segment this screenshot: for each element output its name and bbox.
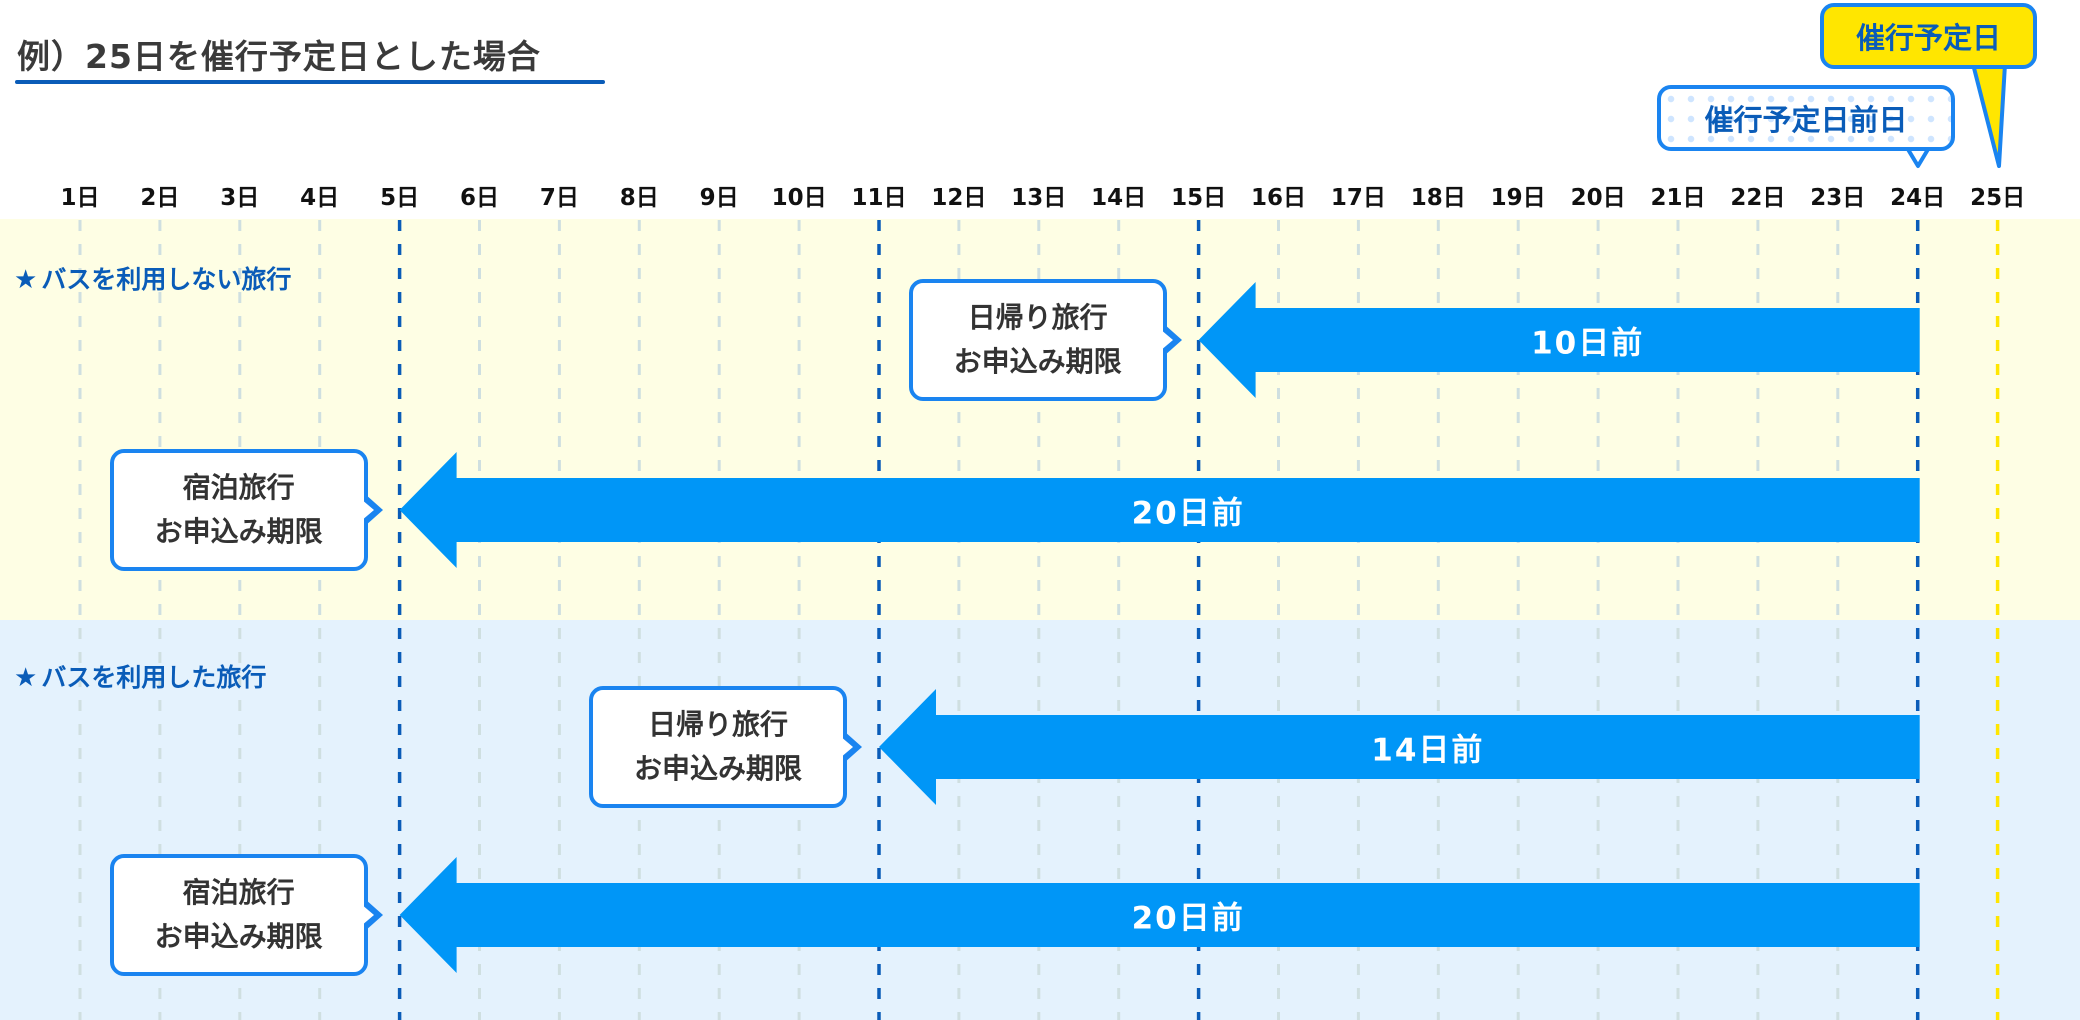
day-label: 16日 xyxy=(1250,185,1306,211)
trip-type: 日帰り旅行 xyxy=(967,301,1108,334)
day-label: 24日 xyxy=(1890,185,1946,211)
day-label: 17日 xyxy=(1330,185,1386,211)
day-label: 20日 xyxy=(1570,185,1626,211)
day-label: 7日 xyxy=(539,185,579,211)
star-icon: ★ xyxy=(14,265,38,295)
day-label: 19日 xyxy=(1490,185,1546,211)
day-label: 9日 xyxy=(699,185,739,211)
star-icon: ★ xyxy=(14,663,38,693)
day-before-callout: 催行予定日前日 xyxy=(1657,85,1955,151)
day-label: 18日 xyxy=(1410,185,1466,211)
deadline-arrow xyxy=(1198,282,1920,398)
day-label: 12日 xyxy=(931,185,987,211)
callout-pointer xyxy=(360,494,383,526)
tour-date-pointer xyxy=(1971,62,2007,168)
day-label: 4日 xyxy=(300,185,340,211)
trip-type: 日帰り旅行 xyxy=(647,708,788,741)
deadline-text: お申込み期限 xyxy=(633,752,802,785)
day-label: 22日 xyxy=(1730,185,1786,211)
day-label: 1日 xyxy=(60,185,100,211)
day-label: 21日 xyxy=(1650,185,1706,211)
trip-type: 宿泊旅行 xyxy=(182,876,295,909)
day-label: 3日 xyxy=(220,185,260,211)
day-label: 2日 xyxy=(140,185,180,211)
days-before-label: 20日前 xyxy=(1131,900,1245,937)
callout-pointer xyxy=(1159,324,1182,356)
days-before-label: 20日前 xyxy=(1131,495,1245,532)
day-label: 10日 xyxy=(771,185,827,211)
day-label: 6日 xyxy=(459,185,499,211)
deadline-text: お申込み期限 xyxy=(154,920,323,953)
trip-type: 宿泊旅行 xyxy=(182,471,295,504)
day-label: 8日 xyxy=(619,185,659,211)
day-label: 11日 xyxy=(851,185,907,211)
page-title: 例）25日を催行予定日とした場合 xyxy=(17,37,541,76)
section-label-no-bus: ★バスを利用しない旅行 xyxy=(14,265,292,295)
deadline-arrow xyxy=(399,857,1920,973)
deadline-arrow xyxy=(399,452,1920,568)
days-before-label: 10日前 xyxy=(1531,325,1645,362)
section-label-bus: ★バスを利用した旅行 xyxy=(14,663,267,693)
deadline-arrow xyxy=(879,689,1920,805)
deadline-callout: 宿泊旅行お申込み期限 xyxy=(109,449,383,571)
day-label: 14日 xyxy=(1091,185,1147,211)
day-label: 15日 xyxy=(1171,185,1227,211)
days-before-label: 14日前 xyxy=(1371,732,1485,769)
day-label: 23日 xyxy=(1810,185,1866,211)
deadline-callout: 日帰り旅行お申込み期限 xyxy=(589,686,862,808)
deadline-callout: 宿泊旅行お申込み期限 xyxy=(109,854,383,976)
deadline-text: お申込み期限 xyxy=(154,515,323,548)
day-label: 25日 xyxy=(1970,185,2026,211)
deadline-text: お申込み期限 xyxy=(953,345,1122,378)
callout-pointer xyxy=(840,731,862,763)
title-underline xyxy=(15,80,605,84)
callout-pointer xyxy=(360,899,383,931)
tour-date-callout: 催行予定日 xyxy=(1820,3,2037,69)
day-label: 13日 xyxy=(1011,185,1067,211)
day-label: 5日 xyxy=(380,185,420,211)
deadline-callout: 日帰り旅行お申込み期限 xyxy=(908,279,1182,401)
